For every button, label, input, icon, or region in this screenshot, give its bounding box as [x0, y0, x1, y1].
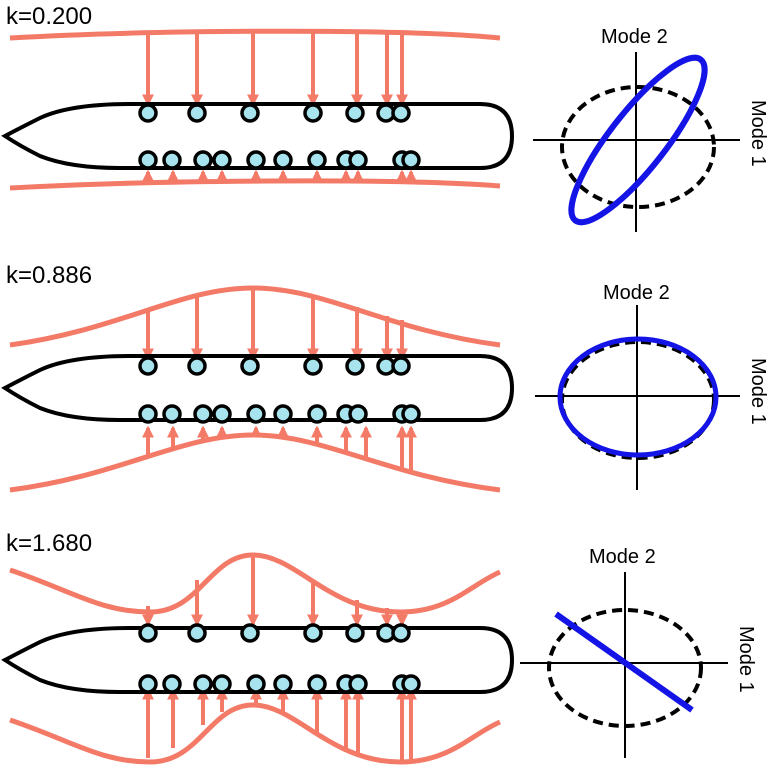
arrows-from-top: [142, 288, 408, 361]
mode-plot: Mode 2 Mode 1: [535, 282, 769, 490]
markers: [138, 356, 421, 424]
k-label: k=0.886: [6, 262, 92, 289]
mode-2-label: Mode 2: [603, 282, 670, 304]
panel-1: k=0.200: [1, 3, 769, 232]
mode-2-label: Mode 2: [601, 26, 668, 48]
markers: [138, 623, 421, 694]
panel-3: k=1.680: [1, 530, 757, 765]
upper-wave: [9, 28, 501, 41]
k-label: k=1.680: [6, 530, 92, 557]
body-outline: [1, 354, 515, 422]
mode-plot: Mode 2 Mode 1: [533, 26, 769, 232]
mode-1-label: Mode 1: [735, 626, 757, 693]
markers: [138, 103, 421, 170]
reference-ellipse: [560, 85, 716, 209]
response-ellipse: [557, 336, 719, 458]
reference-ellipse: [547, 608, 703, 728]
lower-wave: [9, 178, 501, 191]
body-outline: [1, 102, 515, 170]
lower-wave: [9, 702, 502, 765]
arrows-from-top: [142, 555, 408, 627]
mode-1-label: Mode 1: [747, 100, 769, 167]
mode-2-label: Mode 2: [589, 546, 656, 568]
panel-2: k=0.886: [1, 262, 769, 493]
arrows-from-bottom: [142, 687, 417, 762]
arrows-from-bottom: [142, 169, 417, 185]
mode-plot: Mode 2 Mode 1: [520, 546, 757, 758]
mode-1-label: Mode 1: [747, 358, 769, 425]
lower-wave: [9, 432, 501, 493]
k-label: k=0.200: [6, 3, 92, 30]
response-line: [554, 611, 694, 713]
arrows-from-bottom: [142, 425, 417, 473]
body-outline: [1, 626, 515, 694]
response-ellipse: [568, 54, 708, 226]
arrows-from-top: [142, 31, 408, 107]
